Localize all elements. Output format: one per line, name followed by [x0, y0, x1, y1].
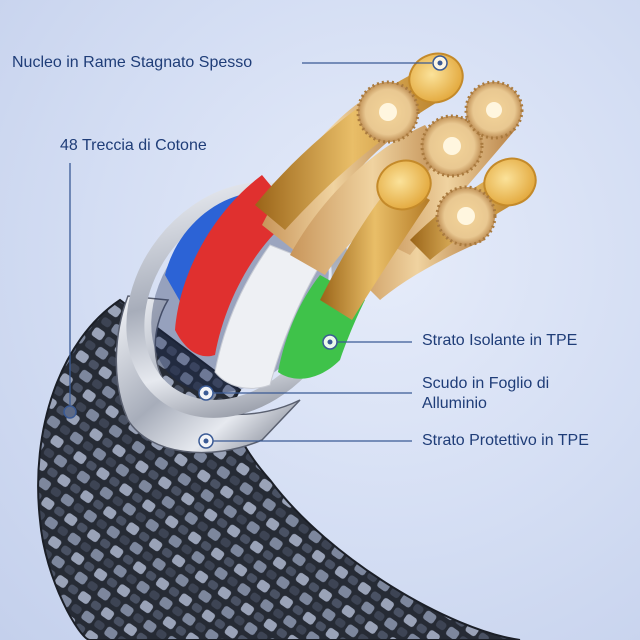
label-foil-line2: Alluminio — [422, 395, 487, 412]
label-copper-core: Nucleo in Rame Stagnato Spesso — [12, 54, 253, 71]
strand-end-caps — [356, 80, 524, 247]
label-tpe-protective: Strato Protettivo in TPE — [422, 432, 589, 449]
white-wire — [214, 244, 321, 389]
aluminium-foil-shield — [115, 295, 301, 454]
label-foil-line1: Scudo in Foglio di — [422, 375, 550, 392]
braid-marker — [63, 405, 77, 419]
core-end-cap-3 — [483, 157, 537, 207]
core-end-cap-1 — [408, 52, 464, 104]
marker-dots — [63, 55, 448, 449]
copper-core-2 — [320, 180, 430, 320]
leader-lines — [69, 62, 432, 442]
core-end-cap-2 — [376, 159, 432, 211]
label-aluminium-foil: Scudo in Foglio di Alluminio — [422, 374, 549, 414]
label-tpe-insulation: Strato Isolante in TPE — [422, 332, 578, 349]
label-cotton-braid: 48 Treccia di Cotone — [60, 137, 207, 154]
